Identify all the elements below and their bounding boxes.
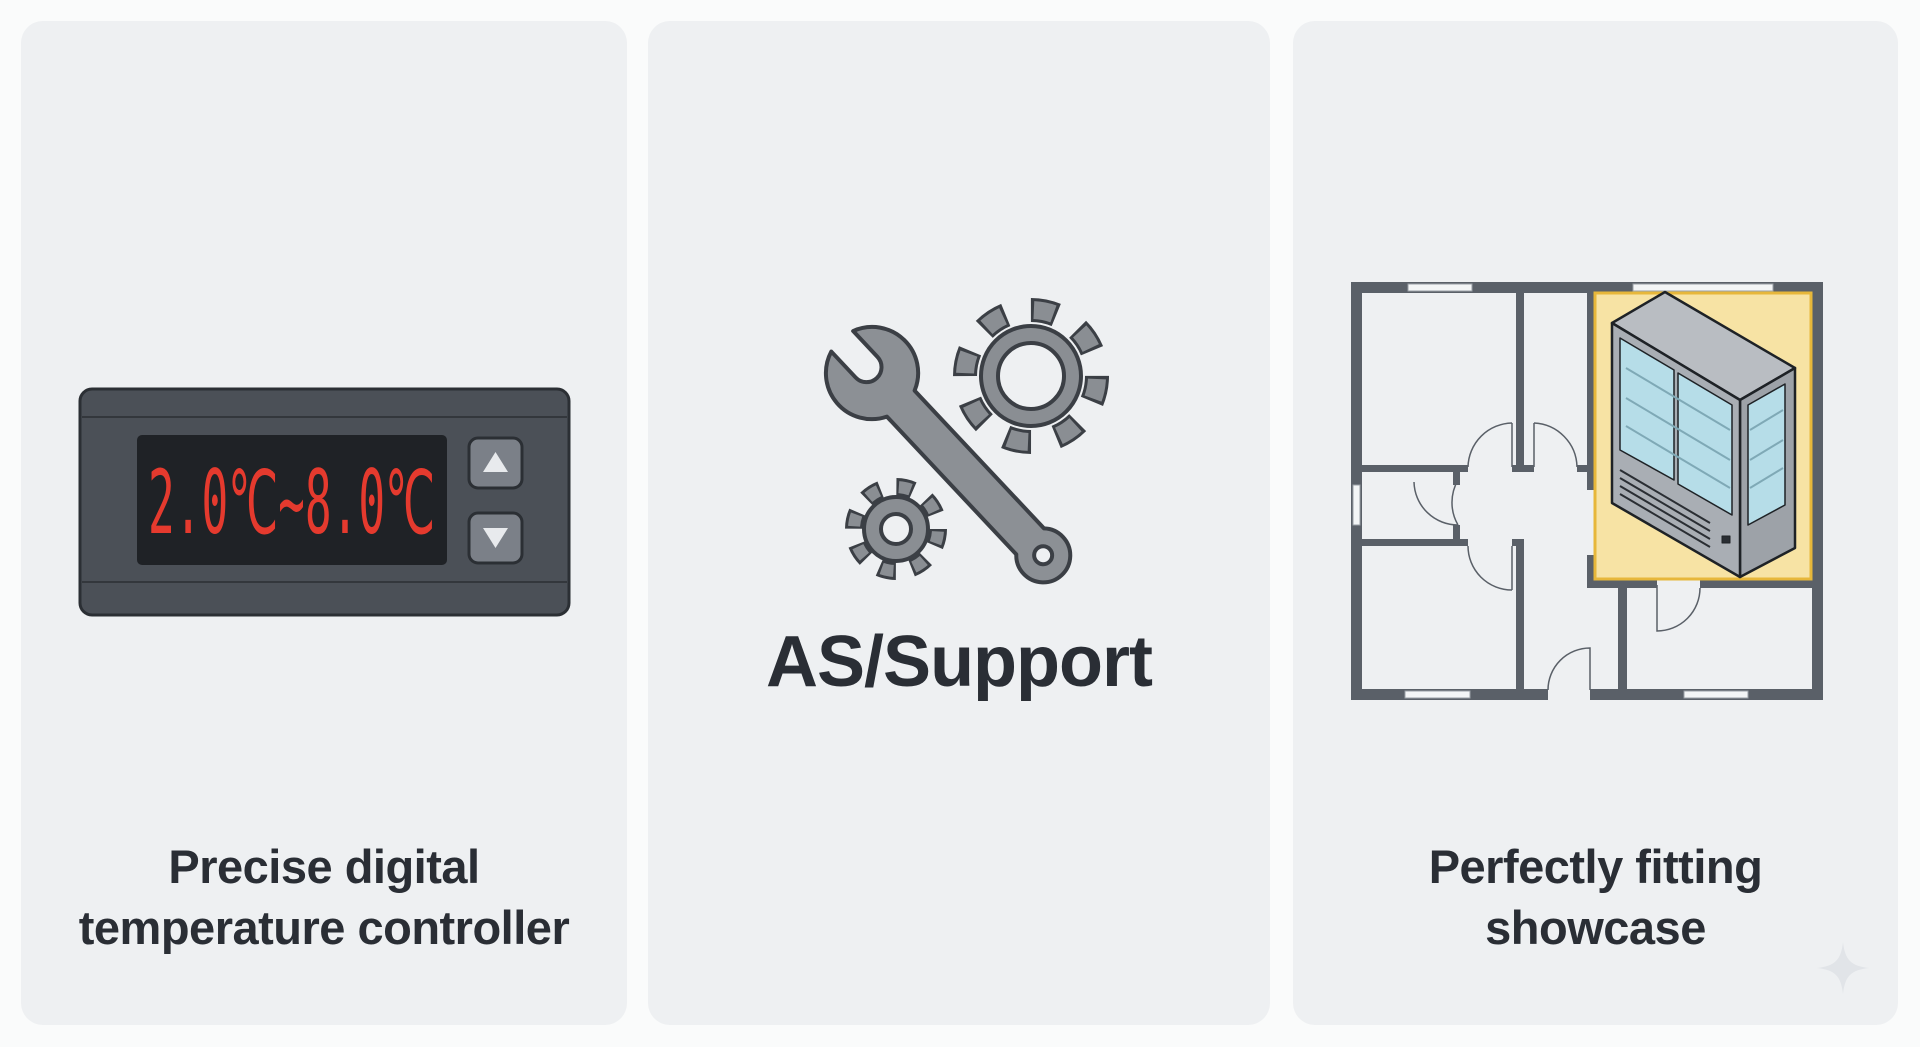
support-title: AS/Support xyxy=(766,622,1153,702)
caption-line-1: Perfectly fitting xyxy=(1428,840,1763,893)
sparkle-icon xyxy=(1817,942,1869,994)
card-support: AS/Support xyxy=(648,21,1270,1025)
temperature-range-text: 2.0℃~8.0℃ xyxy=(148,451,435,554)
wrench-icon xyxy=(823,324,1073,585)
down-button[interactable] xyxy=(467,511,524,565)
triangle-up-icon xyxy=(483,452,508,472)
caption-line-2: temperature controller xyxy=(78,901,570,954)
temperature-display xyxy=(137,435,447,565)
floor-plan-showcase-icon xyxy=(1351,282,1823,701)
door-arcs xyxy=(1413,422,1701,691)
caption-line-2: showcase xyxy=(1485,901,1706,954)
large-gear-icon xyxy=(953,298,1109,454)
small-gear-icon xyxy=(845,478,947,580)
windows xyxy=(1352,283,1774,699)
triangle-down-icon xyxy=(483,528,508,548)
caption-line-1: Precise digital xyxy=(168,840,480,893)
up-button[interactable] xyxy=(467,436,524,490)
showcase-cabinet-icon xyxy=(1610,290,1797,579)
